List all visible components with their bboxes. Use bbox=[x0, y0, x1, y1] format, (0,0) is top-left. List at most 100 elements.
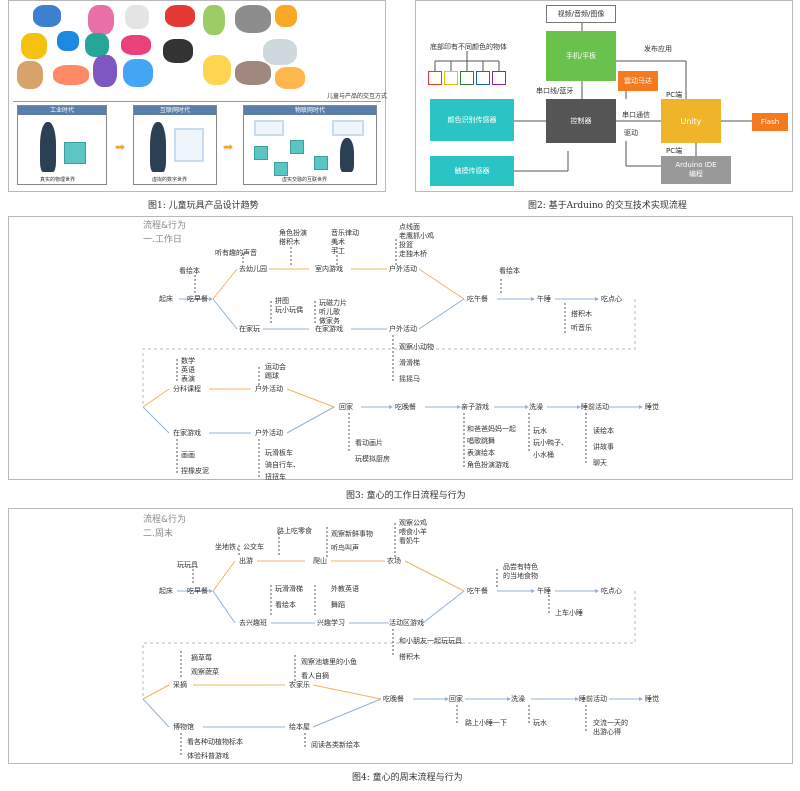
era-box-internet: 互联网时代 虚拟的数字世界 bbox=[133, 105, 217, 185]
fig2-caption: 图2: 基于Arduino 的交互技术实现流程 bbox=[528, 201, 687, 211]
toy-car bbox=[235, 5, 271, 33]
controller-box: 控制器 bbox=[546, 99, 616, 143]
screen-icon bbox=[254, 120, 284, 136]
cube-icon bbox=[254, 146, 268, 160]
behavior-outdoor3: 运动会踢球 bbox=[265, 363, 286, 380]
node-sleep: 睡觉 bbox=[645, 403, 659, 411]
node-parent-game: 亲子游戏 bbox=[461, 403, 489, 411]
child-silhouette bbox=[40, 122, 56, 172]
behavior-home-game2: 画画捏橡皮泥 bbox=[181, 451, 209, 475]
behavior-at-home: 拼图玩小玩偶 bbox=[275, 297, 303, 314]
node-bedtime: 睡前活动 bbox=[581, 403, 609, 411]
node-interest-class: 去兴趣班 bbox=[239, 619, 267, 627]
unity-box: Unity bbox=[661, 99, 721, 143]
arrow-right-icon: ➡ bbox=[223, 140, 234, 154]
behavior-farm: 观察公鸡喂食小羊看奶牛 bbox=[399, 519, 427, 545]
node-wake: 起床 bbox=[159, 295, 173, 303]
behavior-museum: 看各种动植物标本体验科普游戏 bbox=[187, 738, 243, 760]
node-breakfast: 吃早餐 bbox=[187, 587, 208, 595]
node-go-home: 回家 bbox=[449, 695, 463, 703]
behavior-activity: 和小朋友一起玩玩具搭积木 bbox=[399, 637, 462, 661]
toy-robot bbox=[125, 5, 149, 29]
drive-label: 驱动 bbox=[624, 129, 638, 137]
fig4-flow-lines bbox=[142, 523, 643, 757]
toy-house bbox=[88, 5, 114, 35]
node-nap: 午睡 bbox=[537, 587, 551, 595]
node-outdoor4: 户外活动 bbox=[255, 429, 283, 437]
serial-comm-label: 串口通信 bbox=[622, 111, 650, 119]
toy-egg-robot bbox=[203, 5, 225, 35]
era-title: 工业时代 bbox=[18, 106, 106, 115]
behavior-parent: 和爸爸妈妈一起唱歌跳舞表演绘本角色扮演游戏 bbox=[467, 425, 516, 469]
fig2-panel: 底部印有不同颜色的物体 颜色识别传感器 触摸传感器 视频/音频/图像 手机/平板… bbox=[415, 0, 793, 192]
node-pick: 采摘 bbox=[173, 681, 187, 689]
arrow-right-icon: ➡ bbox=[115, 140, 126, 154]
behavior-bath: 玩水玩小鸭子、小水桶 bbox=[533, 427, 568, 459]
behavior-picture-book: 看绘本 bbox=[179, 267, 200, 275]
behavior-bath: 玩水 bbox=[533, 719, 547, 727]
toy-seahorse bbox=[93, 55, 117, 87]
node-sleep: 睡觉 bbox=[645, 695, 659, 703]
behavior-outdoor1: 点线面老鹰抓小鸡投篮走独木桥 bbox=[399, 223, 434, 258]
node-activity-area: 活动区游戏 bbox=[389, 619, 424, 627]
era-title: 互联网时代 bbox=[134, 106, 216, 115]
node-dinner: 吃晚餐 bbox=[395, 403, 416, 411]
era-caption: 虚拟的数字世界 bbox=[152, 177, 188, 183]
behavior-observe: 观察新鲜事物听鸟叫声 bbox=[331, 530, 373, 552]
toy-pad bbox=[263, 39, 297, 65]
behavior-picture: 阅读各类新绘本 bbox=[311, 741, 360, 749]
node-snack: 吃点心 bbox=[601, 587, 622, 595]
behavior-study: 外教英语舞蹈 bbox=[331, 585, 359, 609]
fig3-heading1: 流程&行为 bbox=[143, 221, 187, 231]
behavior-nap: 搭积木听音乐 bbox=[571, 310, 592, 332]
node-nap: 午睡 bbox=[537, 295, 551, 303]
node-bath: 洗澡 bbox=[511, 695, 525, 703]
behavior-subway: 坐地铁，公交车 bbox=[215, 543, 264, 551]
ide-line1: Arduino IDE bbox=[675, 161, 717, 169]
cube-icon bbox=[290, 140, 304, 154]
era-box-industrial: 工业时代 真实的物理世界 bbox=[17, 105, 107, 185]
fig3-caption: 图3: 童心的工作日流程与行为 bbox=[346, 491, 466, 501]
toy-magnet bbox=[121, 35, 151, 55]
toy-train bbox=[33, 5, 61, 27]
toy-cardboard bbox=[275, 67, 305, 89]
child-silhouette bbox=[150, 122, 166, 172]
behavior-snacks-road: 路上吃零食 bbox=[277, 527, 312, 535]
ide-box: Arduino IDE 编程 bbox=[661, 156, 731, 184]
node-indoor-game: 室内游戏 bbox=[315, 265, 343, 273]
toy-bear bbox=[17, 61, 43, 89]
behavior-pick: 摘草莓观察蔬菜 bbox=[191, 654, 219, 676]
behavior-toys: 玩玩具 bbox=[177, 561, 198, 569]
node-dinner: 吃晚餐 bbox=[383, 695, 404, 703]
era-caption: 虚实交融的互联世界 bbox=[282, 177, 328, 183]
cube-icon bbox=[274, 162, 288, 176]
node-museum: 博物馆 bbox=[173, 723, 194, 731]
behavior-go-home: 路上小睡一下 bbox=[465, 719, 507, 727]
toy-tablet bbox=[57, 31, 79, 51]
screen-icon bbox=[174, 128, 204, 162]
behavior-roleplay: 角色扮演搭积木 bbox=[279, 229, 307, 246]
cube-icon bbox=[64, 142, 86, 164]
screen-icon bbox=[332, 120, 364, 136]
pc-end-top-label: PC端 bbox=[666, 91, 683, 99]
toy-screen bbox=[163, 39, 193, 63]
toy-tangram bbox=[85, 33, 109, 57]
node-lunch: 吃午餐 bbox=[467, 295, 488, 303]
node-picture-house: 绘本屋 bbox=[289, 723, 310, 731]
node-farm: 农场 bbox=[387, 557, 401, 565]
node-outing: 出游 bbox=[239, 557, 253, 565]
fig2-connectors bbox=[434, 23, 752, 172]
node-kindergarten: 去幼儿园 bbox=[239, 265, 267, 273]
behavior-bedtime: 交流一天的出游心得 bbox=[593, 719, 628, 736]
pc-end-bottom-label: PC端 bbox=[666, 147, 683, 155]
fig1-caption: 图1: 儿童玩具产品设计趋势 bbox=[148, 201, 259, 211]
behavior-lunch: 看绘本 bbox=[499, 267, 520, 275]
divider-line bbox=[13, 101, 381, 102]
era-box-iot: 物联网时代 虚实交融的互联世界 bbox=[243, 105, 377, 185]
behavior-go-home: 看动画片玩模拟厨房 bbox=[355, 439, 390, 463]
flash-box: Flash bbox=[752, 113, 788, 131]
node-bath: 洗澡 bbox=[529, 403, 543, 411]
vibration-box: 震动马达 bbox=[618, 71, 658, 91]
toy-ball bbox=[21, 33, 47, 59]
toy-cube bbox=[275, 5, 297, 27]
